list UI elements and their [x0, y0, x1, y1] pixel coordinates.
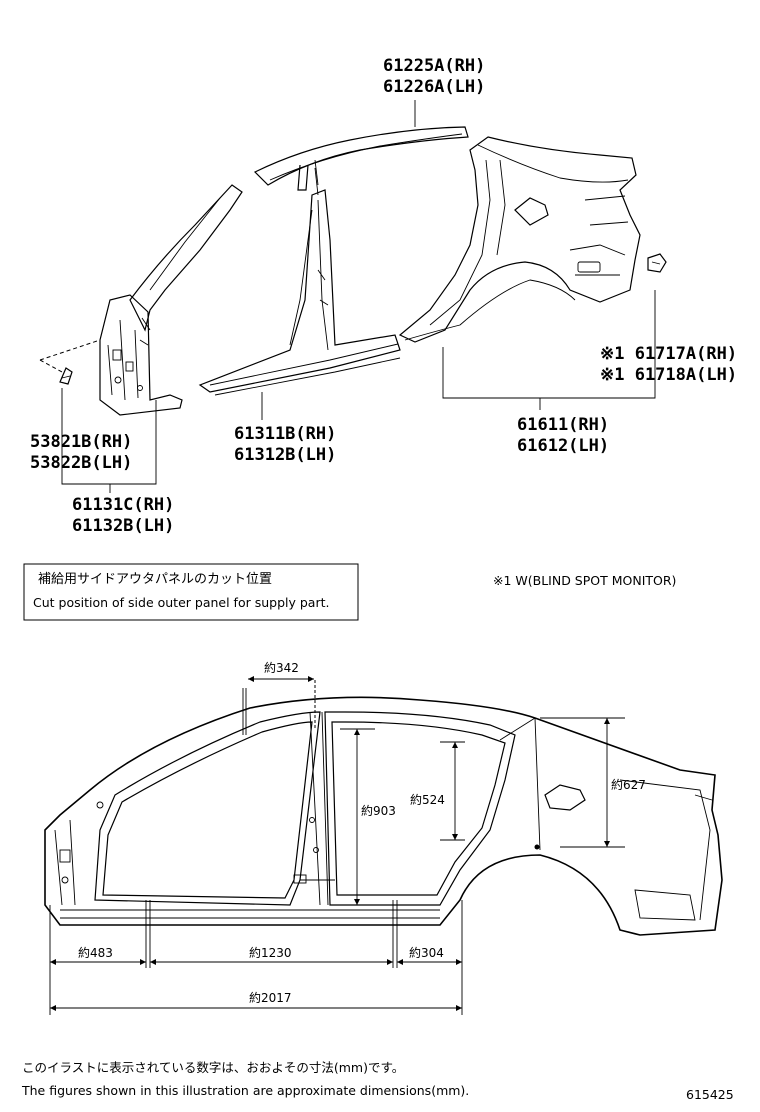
dimension-342: 約342	[264, 660, 299, 675]
part-number-61717a: ※1 61717A(RH)	[600, 344, 737, 364]
footer-note-jp: このイラストに表示されている数字は、おおよその寸法(mm)です。	[22, 1060, 404, 1075]
part-number-61226a: 61226A(LH)	[383, 77, 485, 97]
illustration-id: 615425	[686, 1087, 734, 1102]
legend-box: 補給用サイドアウタパネルのカット位置 Cut position of side …	[23, 563, 359, 621]
side-view-outline	[44, 680, 723, 936]
quarter-panel-drawing	[398, 136, 641, 343]
dimension-304: 約304	[409, 945, 444, 960]
front-pillar-drawing	[99, 184, 243, 416]
dimension-627: 約627	[611, 777, 646, 792]
part-number-61311b: 61311B(RH)	[234, 424, 336, 444]
exploded-view: 61225A(RH) 61226A(LH) 53821B(RH) 53822B(…	[30, 56, 737, 536]
dimension-lines	[49, 676, 625, 1015]
bracket-drawing	[647, 253, 667, 273]
part-number-53822b: 53822B(LH)	[30, 453, 132, 473]
part-number-53821b: 53821B(RH)	[30, 432, 132, 452]
legend-title-jp: 補給用サイドアウタパネルのカット位置	[38, 572, 272, 587]
part-number-61225a: 61225A(RH)	[383, 56, 485, 76]
dimension-903: 約903	[361, 803, 396, 818]
footer-note-en: The figures shown in this illustration a…	[21, 1083, 469, 1098]
center-pillar-rocker-drawing	[198, 167, 401, 396]
leader-lines	[61, 100, 656, 493]
part-number-61611: 61611(RH)	[517, 415, 609, 435]
part-number-61131c: 61131C(RH)	[72, 495, 174, 515]
part-number-61612: 61612(LH)	[517, 436, 609, 456]
dimension-2017: 約2017	[249, 990, 292, 1005]
roof-side-rail-drawing	[253, 126, 469, 191]
dimension-524: 約524	[410, 792, 445, 807]
part-number-61312b: 61312B(LH)	[234, 445, 336, 465]
part-number-61132b: 61132B(LH)	[72, 516, 174, 536]
legend-title-en: Cut position of side outer panel for sup…	[33, 595, 329, 610]
upper-extension-part	[39, 339, 101, 385]
dimension-483: 約483	[78, 945, 113, 960]
part-number-61718a: ※1 61718A(LH)	[600, 365, 737, 385]
option-footnote: ※1 W(BLIND SPOT MONITOR)	[493, 573, 676, 588]
dimension-1230: 約1230	[249, 945, 292, 960]
